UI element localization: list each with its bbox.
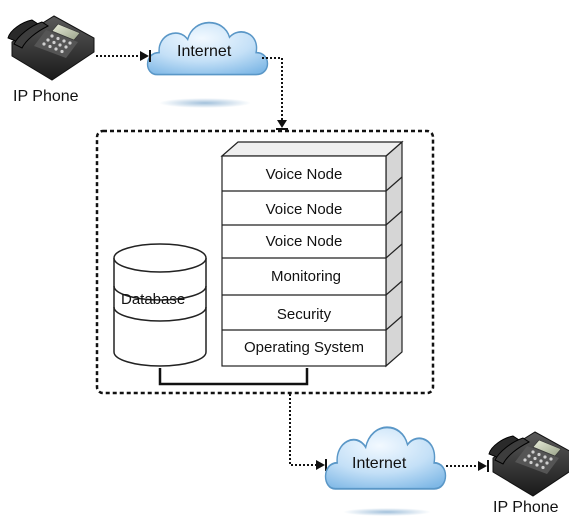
stack-layer-voice-node-3: Voice Node xyxy=(266,233,343,250)
phone-label-top: IP Phone xyxy=(13,88,79,105)
cloud-shadow xyxy=(159,98,251,108)
phone-icon xyxy=(7,15,95,81)
stack-layer-monitoring: Monitoring xyxy=(271,268,341,285)
arrow-head-icon xyxy=(316,460,325,470)
arrow-head-icon xyxy=(277,120,287,128)
stack-layer-security: Security xyxy=(277,306,332,323)
phone-icon xyxy=(488,431,569,497)
server-stack-icon xyxy=(220,140,404,368)
system-boundary xyxy=(95,129,435,395)
stack-layer-voice-node-1: Voice Node xyxy=(266,166,343,183)
arrow-head-icon xyxy=(478,461,487,471)
cloud-shadow xyxy=(343,508,431,516)
arrow-head-icon xyxy=(140,51,149,61)
stack-layer-voice-node-2: Voice Node xyxy=(266,201,343,218)
cloud-label-top: Internet xyxy=(177,43,232,60)
phone-label-bottom: IP Phone xyxy=(493,499,559,516)
database-cylinder-icon xyxy=(113,243,207,367)
stack-layer-operating-system: Operating System xyxy=(244,339,364,356)
cloud-label-bottom: Internet xyxy=(352,455,407,472)
database-to-stack-connector xyxy=(158,368,309,386)
system-to-cloud-connector xyxy=(289,394,316,466)
cloud-to-system-connector xyxy=(262,57,283,120)
database-label: Database xyxy=(121,291,185,308)
